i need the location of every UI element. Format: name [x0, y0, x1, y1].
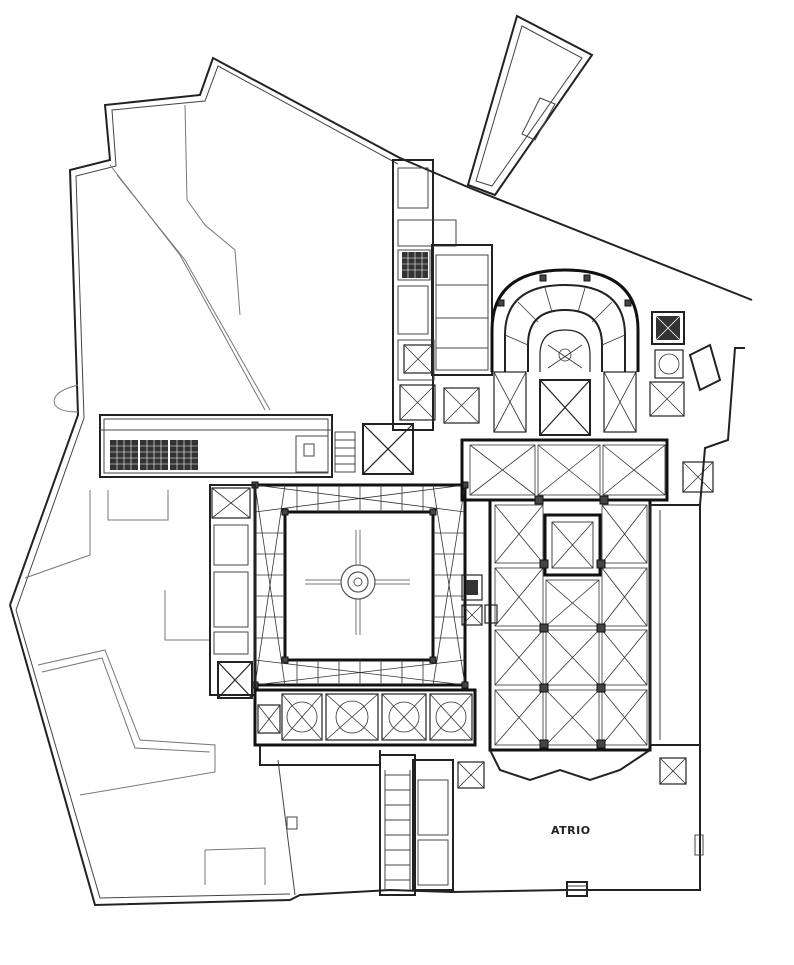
- cloister: [251, 481, 469, 689]
- nave-vaults: [494, 504, 648, 746]
- atrium-gate: [566, 834, 704, 897]
- nave-piers: [534, 495, 609, 749]
- west-garden: [24, 104, 298, 896]
- cloister-bay-dividers: [255, 485, 465, 685]
- atrio-label: ATRIO: [551, 824, 591, 837]
- north-chambers: [392, 159, 493, 431]
- northeast-chapels: [649, 311, 722, 493]
- south-stair-corridor: [379, 754, 485, 896]
- west-cloister-rooms: [209, 484, 256, 699]
- cloister-garth-fountain: [305, 530, 410, 635]
- north-grid-room: [402, 252, 428, 278]
- precinct-boundary-wall: [9, 56, 753, 907]
- apse: [490, 268, 640, 436]
- transept-vaults: [469, 444, 666, 496]
- west-wing-stalls: [110, 440, 198, 470]
- west-wing: [99, 414, 356, 478]
- south-vaulted-range: [253, 688, 477, 766]
- north-annex: [466, 14, 594, 197]
- small-vaulted-rooms: [362, 344, 480, 475]
- cathedral-body: [460, 438, 701, 785]
